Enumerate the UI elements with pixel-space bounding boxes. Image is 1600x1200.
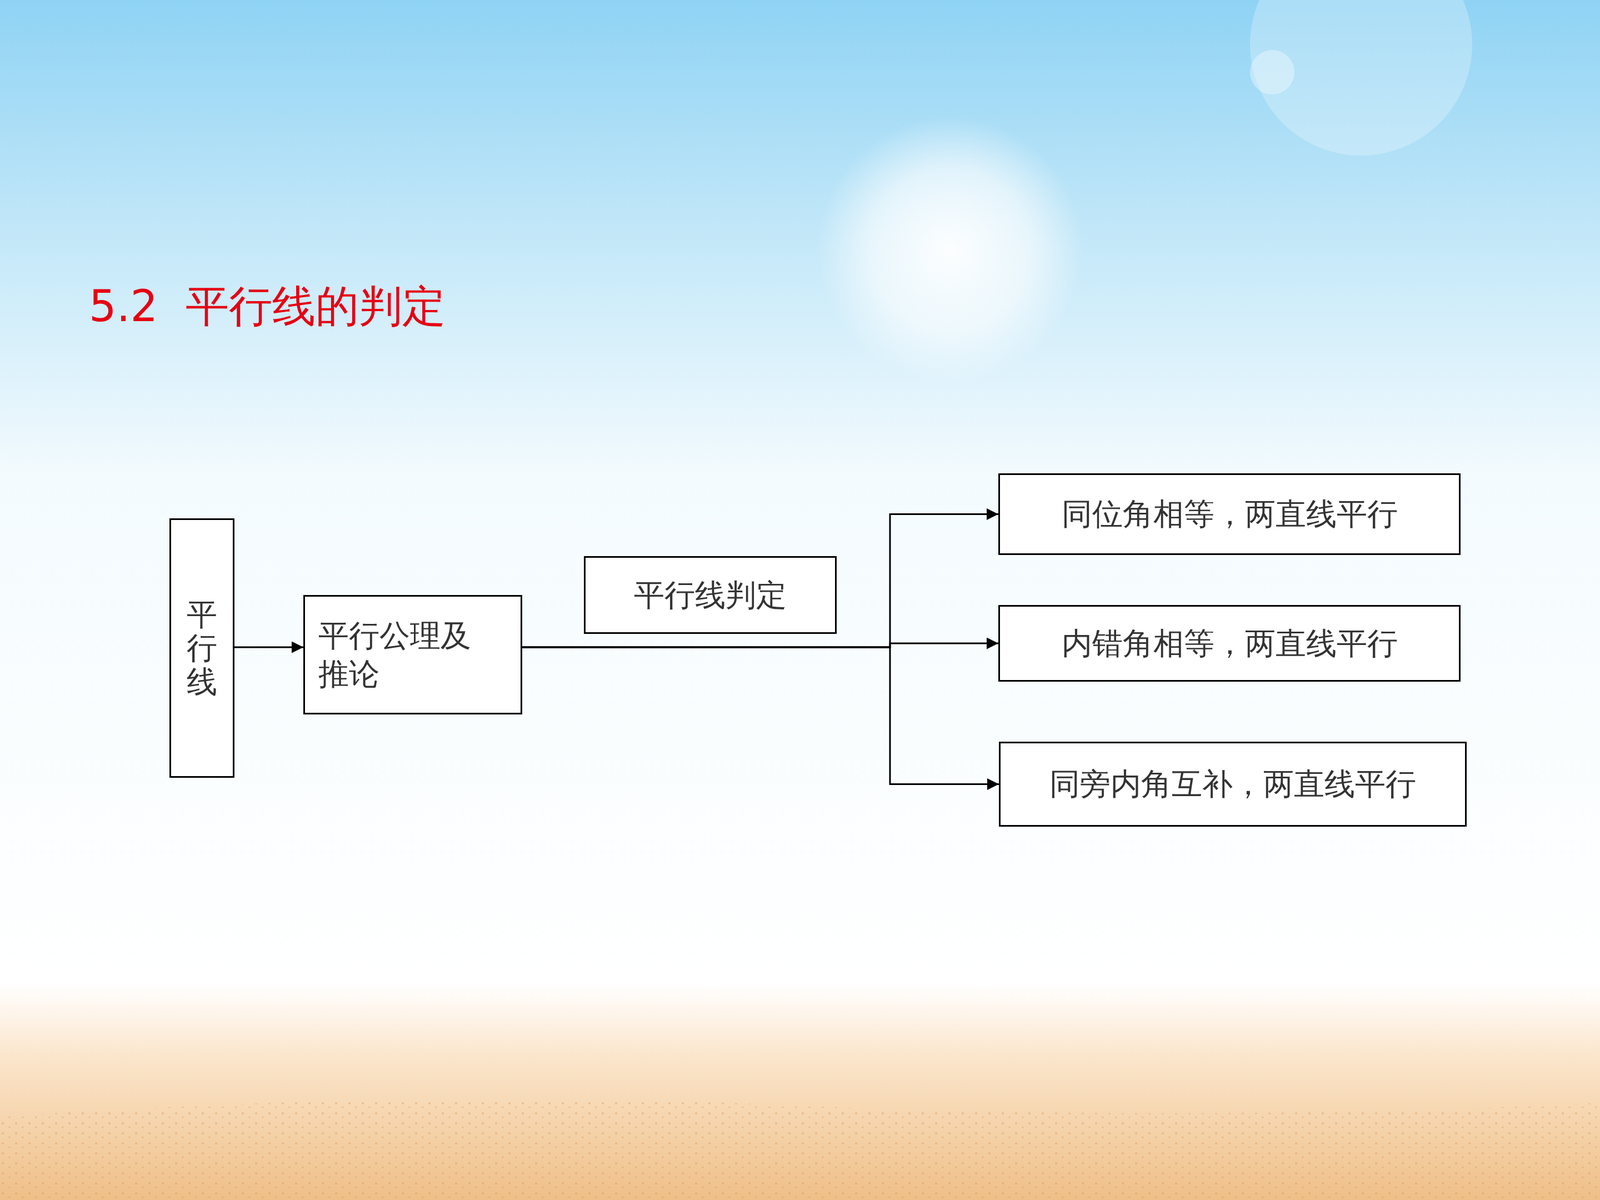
box-text: 平行线	[186, 597, 218, 699]
sand-texture	[0, 1099, 1600, 1200]
light-dot	[1250, 50, 1295, 95]
result-box: 同旁内角互补，两直线平行	[998, 741, 1467, 827]
sun-glow	[816, 116, 1084, 384]
box-text: 内错角相等，两直线平行	[1061, 624, 1398, 663]
arrow-connector	[234, 646, 304, 649]
box-text: 同旁内角互补，两直线平行	[1049, 765, 1417, 804]
result-box: 同位角相等，两直线平行	[998, 473, 1461, 555]
box-text: 平行公理及推论	[318, 616, 481, 694]
light-circle	[1250, 0, 1473, 156]
box-text: 同位角相等，两直线平行	[1061, 495, 1398, 534]
label-box: 平行线判定	[583, 556, 837, 634]
arrow-connector	[522, 647, 999, 785]
result-box: 内错角相等，两直线平行	[998, 605, 1461, 682]
slide-title: 5.2 平行线的判定	[88, 277, 446, 337]
vertical-box: 平行线	[169, 518, 235, 778]
arrow-connector	[522, 514, 999, 648]
process-box: 平行公理及推论	[303, 595, 523, 715]
box-text: 平行线判定	[633, 576, 787, 615]
